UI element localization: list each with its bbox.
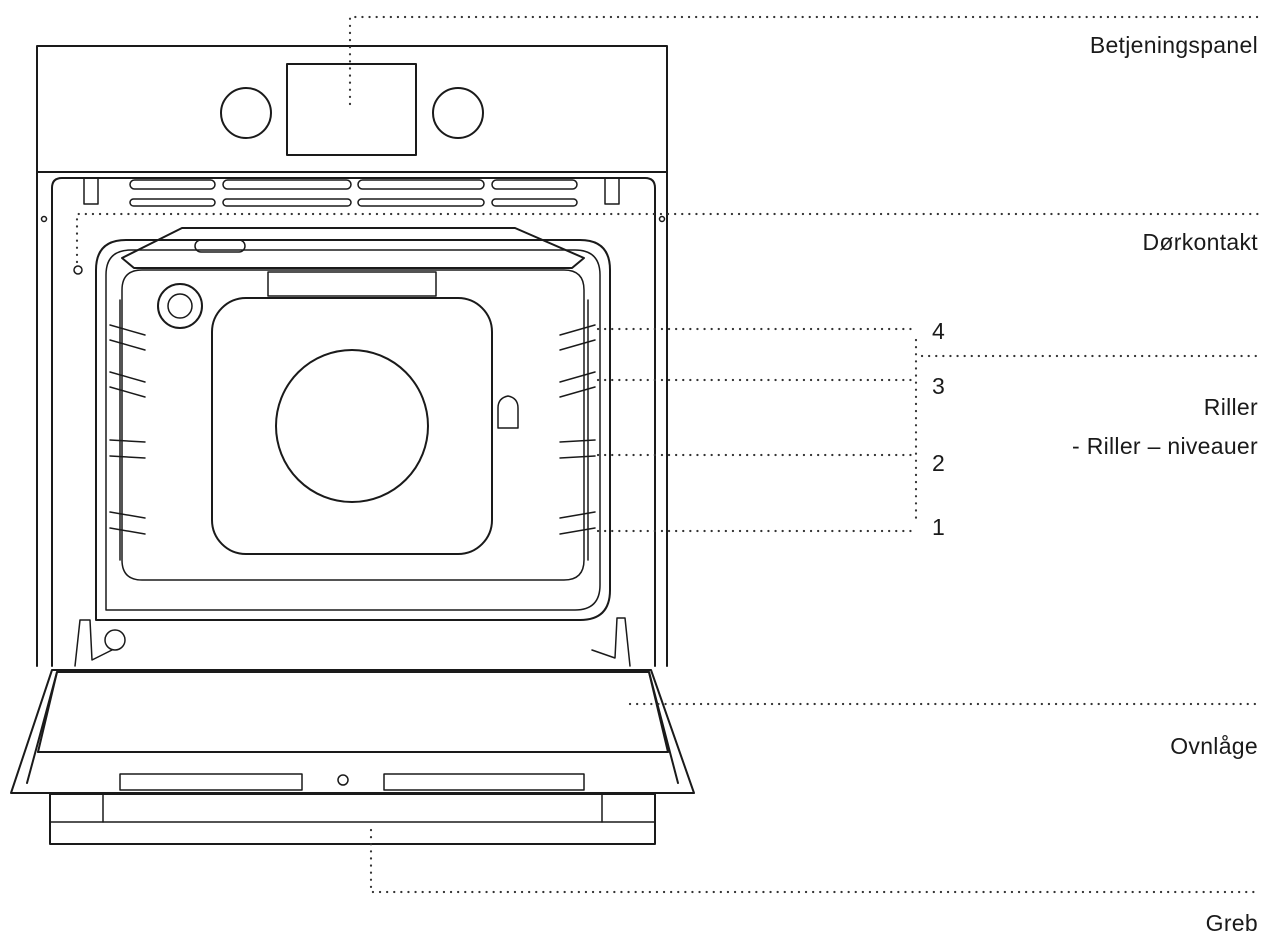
label-handle: Greb (1205, 910, 1258, 936)
oven-cavity (74, 227, 631, 667)
left-shelf-rails (109, 299, 146, 561)
oven-body (36, 171, 668, 667)
right-knob (432, 87, 484, 139)
shelf-level-4: 4 (932, 318, 945, 344)
label-oven-door: Ovnlåge (1170, 733, 1258, 759)
fan-cover (275, 349, 429, 503)
label-shelves-subtitle: - Riller – niveauer (1072, 433, 1258, 459)
display (286, 63, 417, 156)
door-handle (49, 793, 656, 845)
leader-lines (75, 15, 1260, 894)
left-knob (220, 87, 272, 139)
label-shelves-title: Riller (1203, 394, 1258, 420)
shelf-level-3: 3 (932, 373, 945, 399)
label-door-contact: Dørkontakt (1142, 229, 1258, 255)
oven-door (10, 669, 695, 794)
shelf-level-2: 2 (932, 450, 945, 476)
control-panel-housing (36, 45, 668, 173)
right-shelf-rails (559, 299, 596, 561)
shelf-level-1: 1 (932, 514, 945, 540)
label-control-panel: Betjeningspanel (1089, 32, 1258, 58)
